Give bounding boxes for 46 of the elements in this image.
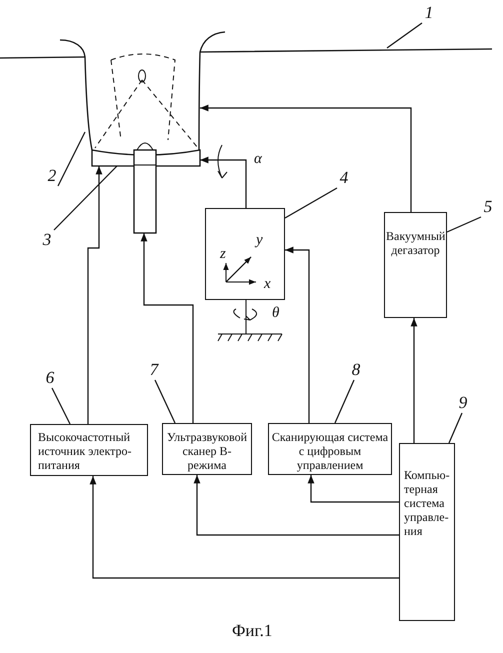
ultrasound-probe <box>133 142 157 234</box>
figure-caption: Фиг.1 <box>232 621 272 641</box>
leader-line <box>446 216 482 233</box>
leader-line <box>57 132 86 186</box>
symbol-label: θ <box>272 305 280 321</box>
callout-number: 8 <box>349 360 363 380</box>
arrow <box>90 476 399 579</box>
symbol-label: α <box>254 151 262 167</box>
leader-line <box>54 166 118 230</box>
positioner-box <box>205 208 285 300</box>
leader-line <box>334 380 355 424</box>
process-box <box>268 423 392 475</box>
leader-line <box>51 388 71 424</box>
callout-number: 5 <box>481 197 495 217</box>
arrow <box>410 318 418 443</box>
arrow <box>194 475 399 536</box>
symbol-label: y <box>256 232 263 248</box>
symbol-label: z <box>220 246 226 262</box>
process-box <box>399 443 455 621</box>
box-label: Ультразвуковой сканер В-режима <box>166 430 248 472</box>
leader-line <box>448 412 463 444</box>
box-label: Вакуумный дегазатор <box>386 229 445 257</box>
arrow <box>200 156 247 208</box>
symbol-label: x <box>264 276 271 292</box>
arrow <box>87 166 102 424</box>
arrow <box>285 246 310 423</box>
callout-number: 4 <box>337 168 351 188</box>
box-label: Компью-терная система управле-ния <box>404 468 451 538</box>
leader-line <box>154 380 176 424</box>
callout-number: 2 <box>46 166 58 186</box>
process-box <box>384 212 447 318</box>
box-label: Высокочастотный источник электро-питания <box>38 430 133 472</box>
leader-line <box>386 22 422 48</box>
callout-number: 7 <box>147 360 161 380</box>
callout-number: 9 <box>456 393 470 413</box>
callout-number: 6 <box>43 368 57 388</box>
callout-number: 3 <box>40 230 54 250</box>
process-box <box>30 424 148 476</box>
vessel-drawing <box>59 31 226 151</box>
arrow <box>140 233 194 423</box>
box-label: Сканирующая система с цифровым управлением <box>271 430 389 472</box>
arrow <box>200 104 412 212</box>
process-box <box>162 423 252 475</box>
leader-line <box>284 187 338 219</box>
callout-number: 1 <box>422 3 436 23</box>
arrow <box>308 475 399 503</box>
